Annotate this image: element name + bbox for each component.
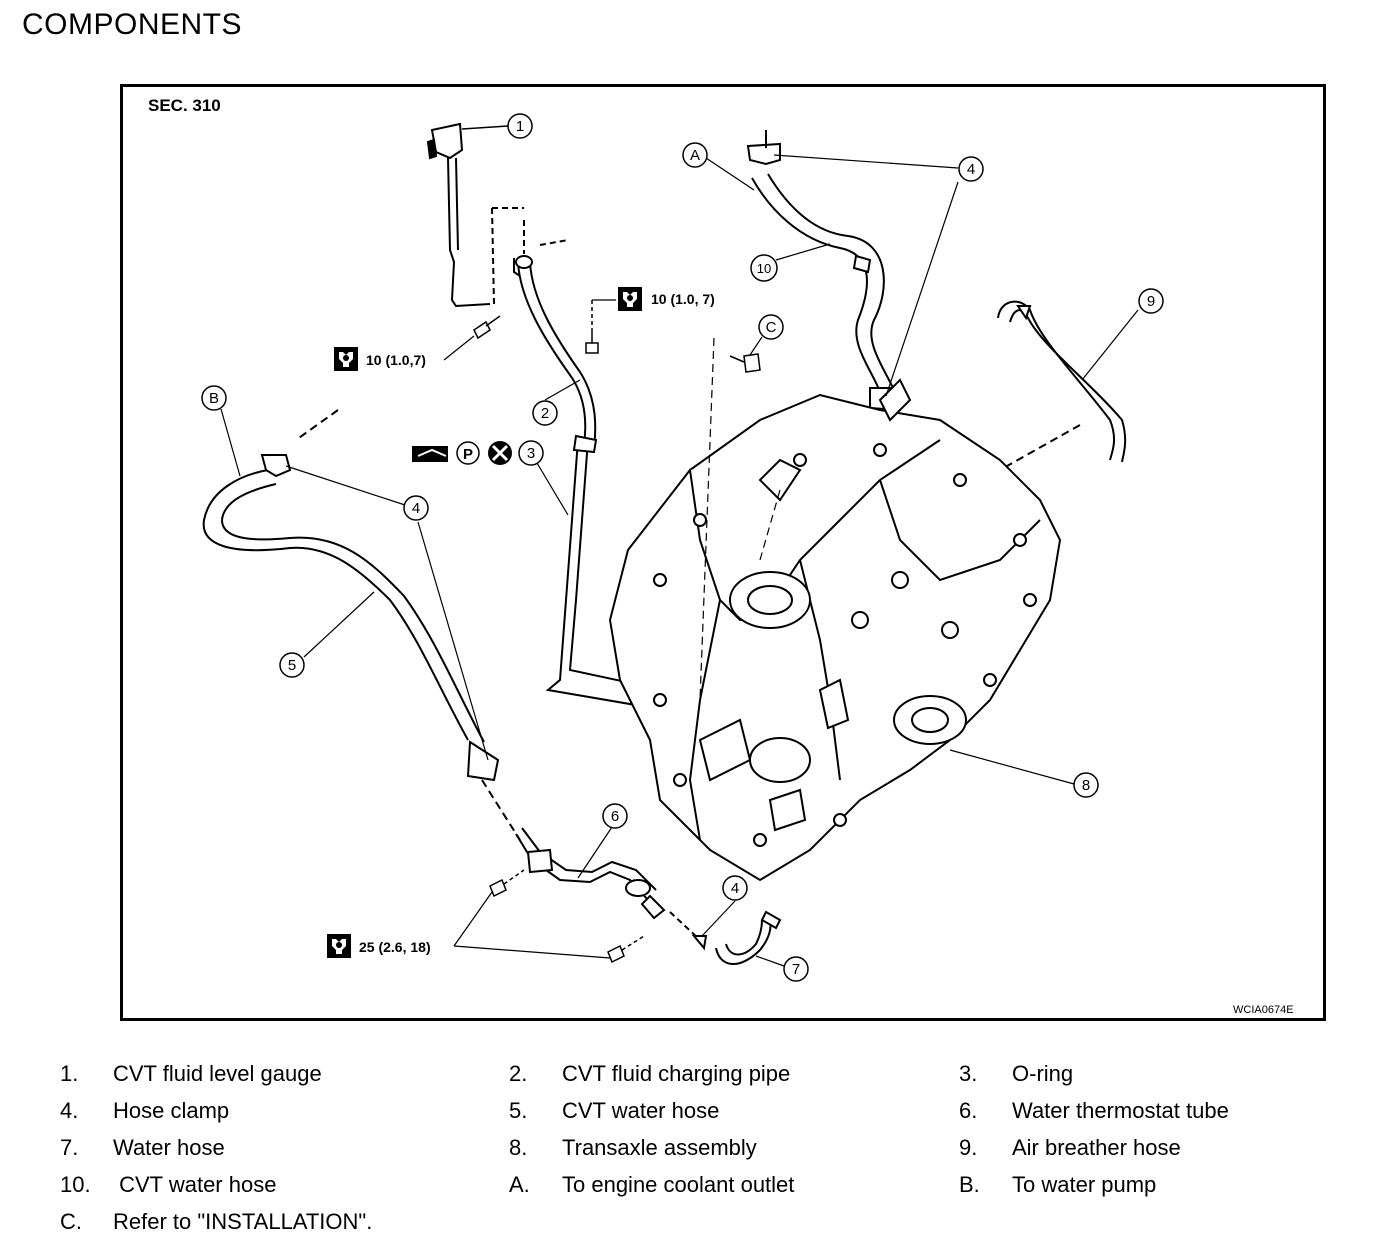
- torque-spec-lower: 25 (2.6, 18): [327, 891, 611, 959]
- water-hose-lower: [691, 910, 782, 965]
- oring-symbols: P: [412, 441, 512, 465]
- svg-text:1: 1: [516, 118, 524, 135]
- charging-pipe: [513, 220, 711, 716]
- callout-a: [682, 142, 708, 168]
- cvt-water-hose-left: [202, 409, 521, 841]
- callout-4b: [403, 495, 429, 521]
- svg-text:8: 8: [1082, 777, 1090, 794]
- callout-4c: [722, 875, 748, 901]
- callout-5: [279, 652, 305, 678]
- callout-3: [518, 440, 544, 466]
- fluid-level-gauge: [426, 122, 524, 308]
- svg-text:2: 2: [541, 405, 549, 422]
- svg-text:4: 4: [412, 500, 420, 517]
- svg-text:A: A: [690, 147, 700, 164]
- callouts: [201, 113, 1164, 982]
- callout-1: [507, 113, 533, 139]
- callout-10: [750, 254, 778, 282]
- parts-legend: 1. CVT fluid level gauge 2. CVT fluid ch…: [60, 1061, 1229, 1234]
- callout-4a: [958, 156, 984, 182]
- svg-text:7: 7: [792, 961, 800, 978]
- leader-lines: [220, 154, 1139, 967]
- p-symbol: P: [463, 446, 473, 463]
- torque-label-upper: 10 (1.0, 7): [651, 291, 715, 307]
- svg-text:9: 9: [1147, 293, 1155, 310]
- callout-labels: 1 2 3 4 4 4 5 6 7 8 9 10 A B C: [209, 118, 1155, 978]
- torque-spec-left: 10 (1.0,7): [334, 335, 475, 371]
- svg-text:4: 4: [967, 161, 975, 178]
- torque-spec-upper: 10 (1.0, 7): [592, 287, 715, 311]
- bolt-c: [729, 353, 761, 373]
- svg-text:5: 5: [288, 657, 296, 674]
- svg-text:B: B: [209, 390, 219, 407]
- callout-8: [1073, 772, 1099, 798]
- components-diagram: 10 (1.0, 7) 10 (1.0,7) P: [201, 113, 1164, 982]
- air-breather-hose: [997, 300, 1127, 471]
- svg-text:C: C: [766, 319, 777, 336]
- bolt-charging-pipe: [585, 300, 599, 354]
- callout-2: [532, 400, 558, 426]
- callout-c: [758, 314, 784, 340]
- torque-label-left: 10 (1.0,7): [366, 352, 426, 368]
- callout-7: [783, 956, 809, 982]
- svg-text:6: 6: [611, 808, 619, 825]
- svg-text:4: 4: [731, 880, 739, 897]
- callout-9: [1138, 288, 1164, 314]
- page-title: COMPONENTS: [22, 8, 243, 41]
- figure-id: WCIA0674E: [1233, 1004, 1294, 1016]
- svg-text:10: 10: [757, 261, 771, 276]
- water-thermostat-tube: [515, 827, 701, 941]
- callout-b: [201, 385, 227, 411]
- svg-text:3: 3: [527, 445, 535, 462]
- section-label: SEC. 310: [148, 96, 221, 115]
- torque-label-lower: 25 (2.6, 18): [359, 939, 431, 955]
- bolt-fluid-gauge: [473, 315, 501, 340]
- bolt-thermostat-2: [607, 935, 645, 964]
- transaxle-assembly: [608, 378, 1062, 882]
- bolt-thermostat-1: [489, 869, 525, 898]
- figure-frame: [120, 84, 1326, 1021]
- callout-6: [602, 803, 628, 829]
